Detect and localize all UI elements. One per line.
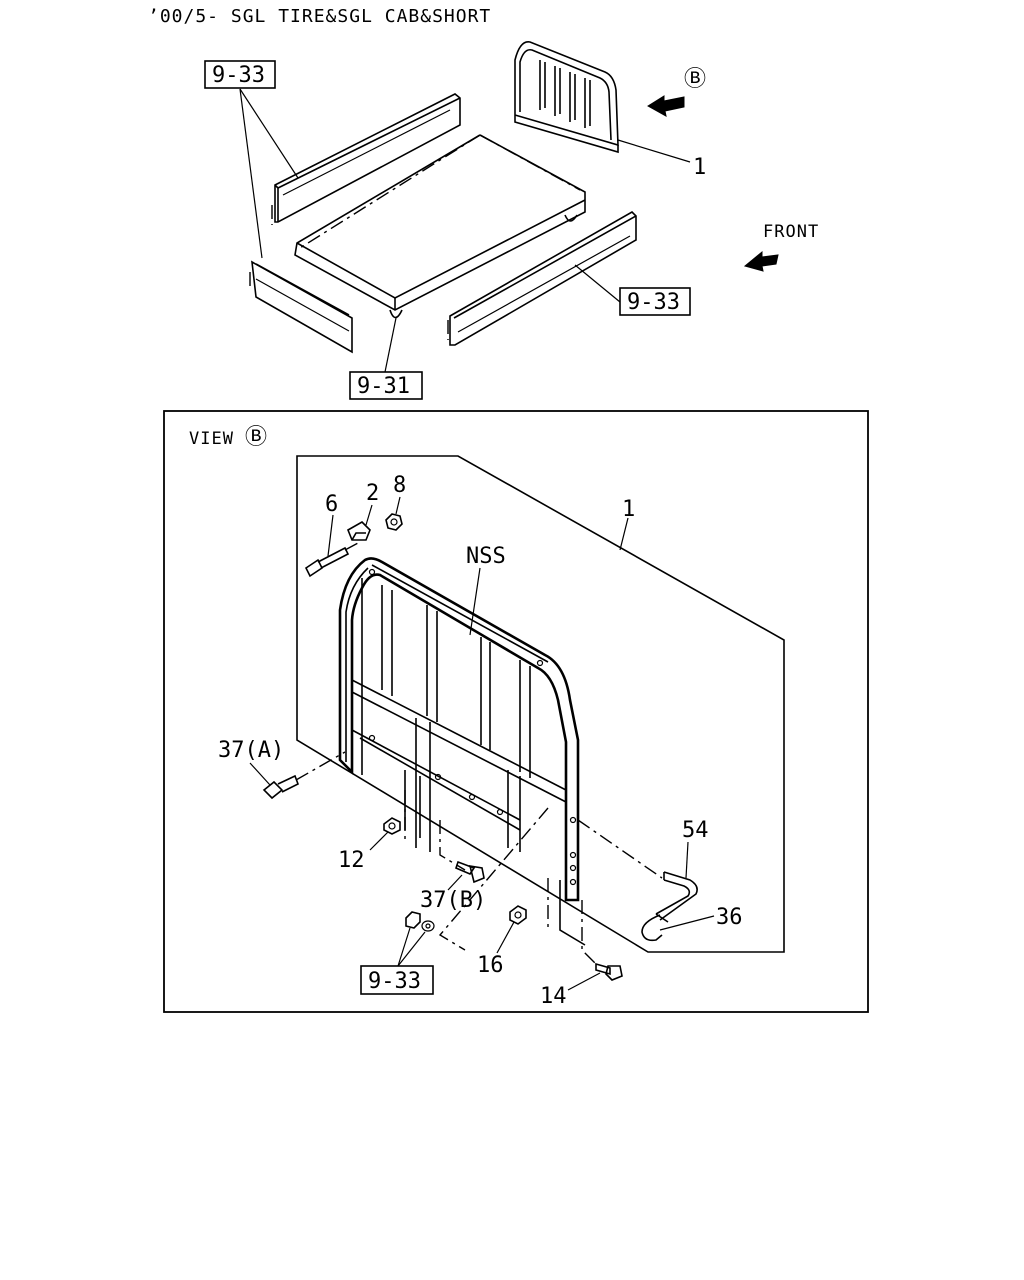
dash-lines-12 bbox=[404, 790, 466, 871]
ref-box-upper bbox=[204, 60, 276, 89]
callout-assembly-1: 1 bbox=[622, 497, 635, 522]
overview-section: 1 Ⓑ FRONT 9-33 9-33 9-31 bbox=[204, 41, 819, 400]
leader-part-36 bbox=[659, 915, 715, 931]
grip-36-icon bbox=[641, 913, 669, 942]
callout-part-8: 8 bbox=[393, 473, 406, 498]
leader-ref-detail-a bbox=[397, 927, 411, 967]
ref-box-detail bbox=[360, 965, 434, 995]
leader-part-8 bbox=[395, 496, 401, 515]
leader-part-37b bbox=[447, 874, 463, 891]
leader-part-14 bbox=[567, 972, 601, 991]
callout-part-12: 12 bbox=[338, 848, 365, 873]
leader-part-1 bbox=[617, 139, 691, 163]
side-panel-upper bbox=[271, 93, 461, 225]
callout-part-16: 16 bbox=[477, 953, 504, 978]
callout-part-1: 1 bbox=[693, 155, 706, 180]
nut-washer-group-icon bbox=[405, 911, 435, 932]
leader-part-16 bbox=[496, 921, 515, 954]
callout-part-36: 36 bbox=[716, 905, 743, 930]
bolt-6-icon bbox=[304, 541, 361, 578]
leader-assembly-1 bbox=[619, 517, 629, 551]
dash-line-54 bbox=[577, 819, 663, 879]
leader-part-37a bbox=[249, 762, 271, 786]
bolt-37a-icon bbox=[262, 751, 346, 800]
callout-part-37b: 37(B) bbox=[420, 888, 486, 913]
front-arrow-icon bbox=[743, 250, 779, 272]
clip-2-icon bbox=[346, 521, 371, 541]
nut-16-icon bbox=[509, 905, 527, 925]
callout-part-54: 54 bbox=[682, 818, 709, 843]
bolt-37b-icon bbox=[455, 860, 485, 884]
callout-part-14: 14 bbox=[540, 984, 567, 1009]
detail-view-b: VIEW Ⓑ 1 bbox=[163, 410, 869, 1013]
ref-box-floor bbox=[349, 371, 423, 400]
diagram-title: ’00/5- SGL TIRE&SGL CAB&SHORT bbox=[148, 6, 491, 27]
leader-part-54 bbox=[685, 841, 689, 879]
assembly-outline bbox=[296, 455, 785, 953]
ref-box-upper-label: 9-33 bbox=[212, 63, 265, 88]
front-label: FRONT bbox=[763, 222, 819, 242]
detail-title: VIEW bbox=[189, 429, 234, 449]
callout-part-6: 6 bbox=[325, 492, 338, 517]
view-b-arrow-icon bbox=[647, 95, 685, 117]
dash-line-ref bbox=[438, 807, 549, 951]
nss-label: NSS bbox=[466, 544, 506, 569]
detail-frame bbox=[163, 410, 869, 1013]
side-panel-lower-left bbox=[249, 260, 353, 354]
leader-ref-detail-b bbox=[397, 931, 426, 967]
headboard-detailed bbox=[338, 557, 586, 946]
dash-line-14 bbox=[581, 900, 599, 967]
leader-ref-upper-a bbox=[239, 88, 299, 179]
ref-box-floor-label: 9-31 bbox=[357, 374, 410, 399]
leader-ref-floor bbox=[384, 317, 397, 373]
callout-part-37a: 37(A) bbox=[218, 738, 284, 763]
ref-box-right bbox=[619, 287, 691, 316]
leader-nss bbox=[469, 567, 481, 636]
floor-deck bbox=[294, 134, 586, 319]
ref-box-detail-label: 9-33 bbox=[368, 969, 421, 994]
nut-12-icon bbox=[383, 817, 401, 835]
view-b-marker: Ⓑ bbox=[684, 67, 706, 92]
nut-8-icon bbox=[385, 513, 403, 531]
bolt-14-icon bbox=[595, 962, 623, 981]
leader-ref-upper-b bbox=[239, 88, 263, 259]
lever-54-icon bbox=[655, 871, 698, 921]
ref-box-right-label: 9-33 bbox=[627, 290, 680, 315]
headboard-small bbox=[514, 41, 619, 154]
side-panel-lower-right bbox=[447, 211, 637, 346]
detail-title-marker: Ⓑ bbox=[245, 425, 267, 450]
leader-part-6 bbox=[327, 514, 334, 557]
leader-part-12 bbox=[369, 831, 389, 851]
leader-part-2 bbox=[365, 504, 373, 526]
callout-part-2: 2 bbox=[366, 481, 379, 506]
leader-ref-right bbox=[574, 264, 621, 303]
